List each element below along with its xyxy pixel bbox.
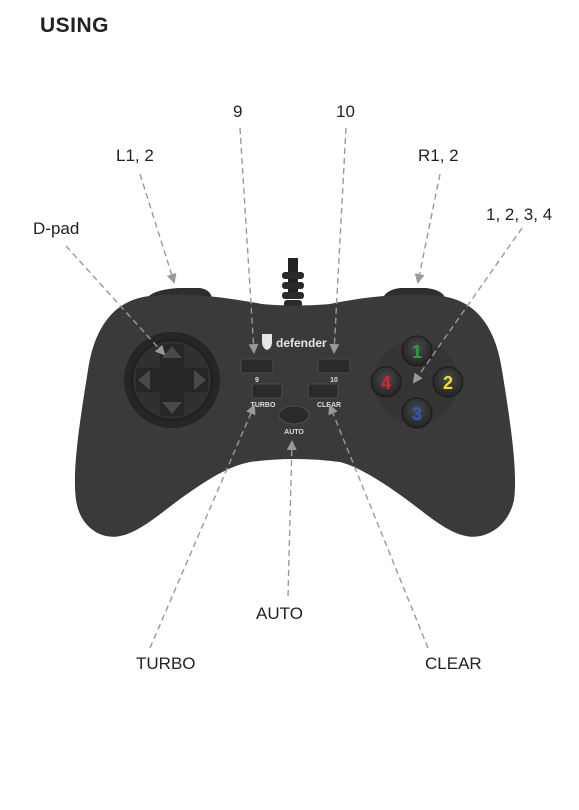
turbo-button[interactable] [252,384,282,398]
callout-face-buttons: 1, 2, 3, 4 [486,205,552,225]
face-button-3[interactable]: 3 [402,398,432,428]
face-button-2[interactable]: 2 [433,367,463,397]
callout-l12: L1, 2 [116,146,154,166]
usb-cable [282,258,304,310]
label-auto: AUTO [284,429,304,436]
brand-name: defender [276,336,327,350]
svg-text:4: 4 [381,373,391,393]
arrow-r12 [418,174,440,282]
label-turbo: TURBO [251,402,276,409]
face-button-4[interactable]: 4 [371,367,401,397]
callout-auto: AUTO [256,604,303,624]
arrow-l12 [140,174,174,282]
callout-r12: R1, 2 [418,146,459,166]
button-9[interactable] [241,359,273,373]
arrow-auto [288,442,292,596]
callout-9: 9 [233,102,242,122]
callout-10: 10 [336,102,355,122]
face-button-1[interactable]: 1 [402,336,432,366]
callout-turbo: TURBO [136,654,196,674]
auto-button[interactable] [279,406,309,424]
label-10: 10 [330,377,338,384]
dpad[interactable] [124,332,220,428]
svg-text:3: 3 [412,404,422,424]
callout-dpad: D-pad [33,219,79,239]
label-clear: CLEAR [317,402,341,409]
callout-clear: CLEAR [425,654,482,674]
svg-text:2: 2 [443,373,453,393]
button-10[interactable] [318,359,350,373]
label-9: 9 [255,377,259,384]
clear-button[interactable] [308,384,338,398]
svg-text:1: 1 [412,342,422,362]
